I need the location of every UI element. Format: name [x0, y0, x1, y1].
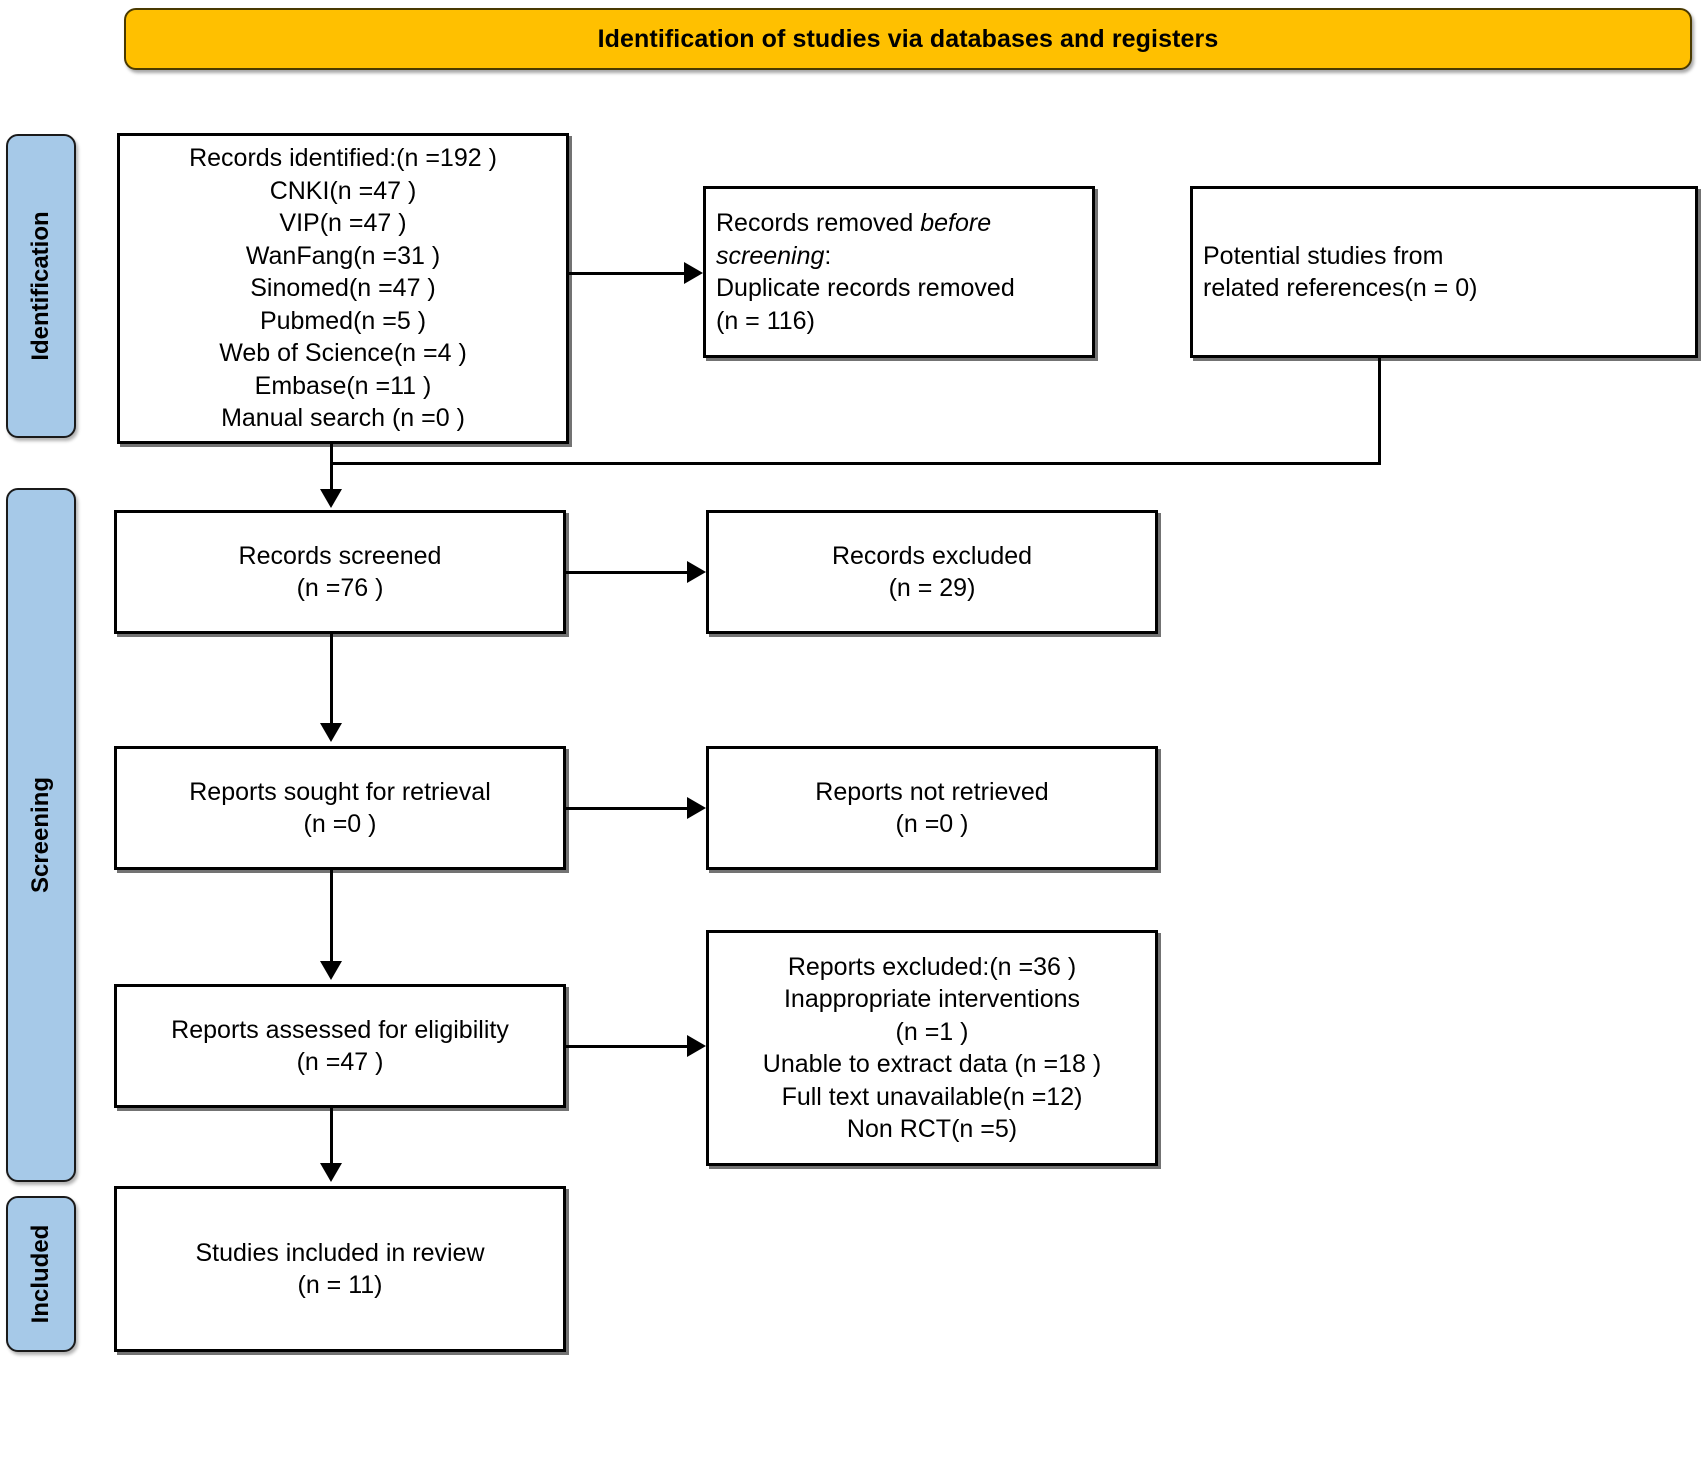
box-potential-studies: Potential studies from related reference…	[1190, 186, 1698, 358]
records-removed-italic-screening: screening	[716, 241, 825, 270]
line-potential-studies-1: Potential studies from	[1203, 241, 1444, 270]
line-records-removed-heading: Records removed before	[716, 207, 1082, 240]
records-removed-italic-before: before	[920, 209, 992, 237]
connector-identified-down-stub	[330, 444, 333, 464]
stage-bar-included: Included	[6, 1196, 76, 1352]
box-reports-assessed-text: Reports assessed for eligibility (n =47 …	[117, 1014, 563, 1079]
box-reports-sought-text: Reports sought for retrieval (n =0 )	[117, 776, 563, 841]
box-records-identified-text: Records identified:(n =192 ) CNKI(n =47 …	[120, 142, 566, 435]
line-reports-assessed-label: Reports assessed for eligibility	[171, 1015, 509, 1044]
line-embase: Embase(n =11 )	[254, 371, 432, 400]
line-reports-sought-label: Reports sought for retrieval	[189, 777, 491, 806]
arrowhead-to-reports-sought	[320, 723, 342, 742]
stage-label-screening: Screening	[27, 776, 54, 894]
connector-potential-to-spine	[330, 462, 1381, 465]
line-cnki: CNKI(n =47 )	[269, 176, 417, 205]
records-removed-colon: :	[824, 241, 832, 270]
arrowhead-to-records-screened	[320, 489, 342, 508]
box-reports-excluded-text: Reports excluded:(n =36 ) Inappropriate …	[709, 951, 1155, 1146]
line-reports-excluded-total: Reports excluded:(n =36 )	[787, 952, 1077, 981]
line-potential-studies-2: related references(n = 0)	[1203, 274, 1478, 302]
stage-bar-identification: Identification	[6, 134, 76, 438]
connector-screened-to-sought	[330, 634, 333, 723]
diagram-title: Identification of studies via databases …	[597, 24, 1219, 53]
line-records-removed-heading-2: screening:	[716, 240, 1082, 273]
stage-bar-screening: Screening	[6, 488, 76, 1182]
stage-label-identification: Identification	[27, 211, 54, 361]
line-duplicate-records-removed: Duplicate records removed	[716, 274, 1015, 302]
arrowhead-identified-to-removed	[684, 262, 703, 284]
box-records-removed-text: Records removed before screening: Duplic…	[706, 207, 1092, 337]
box-records-removed: Records removed before screening: Duplic…	[703, 186, 1095, 358]
connector-potential-down	[1378, 358, 1381, 464]
diagram-header-banner: Identification of studies via databases …	[124, 8, 1692, 70]
connector-assessed-to-included	[330, 1108, 333, 1163]
box-records-screened-text: Records screened (n =76 )	[117, 540, 563, 605]
line-reports-assessed-count: (n =47 )	[296, 1048, 384, 1076]
arrowhead-assessed-to-reports-excluded	[687, 1035, 706, 1057]
connector-assessed-to-reports-excluded	[566, 1045, 687, 1048]
arrowhead-sought-to-not-retrieved	[687, 797, 706, 819]
box-records-screened: Records screened (n =76 )	[114, 510, 566, 634]
line-records-identified-total: Records identified:(n =192 )	[189, 144, 497, 173]
line-records-excluded-count: (n = 29)	[888, 574, 976, 602]
line-studies-included-count: (n = 11)	[297, 1271, 383, 1299]
line-pubmed: Pubmed(n =5 )	[259, 306, 427, 335]
arrowhead-to-reports-assessed	[320, 961, 342, 980]
records-removed-prefix: Records removed	[716, 209, 921, 237]
box-records-identified: Records identified:(n =192 ) CNKI(n =47 …	[117, 133, 569, 444]
line-duplicate-records-count: (n = 116)	[716, 306, 815, 335]
line-wanfang: WanFang(n =31 )	[245, 241, 441, 270]
line-web-of-science: Web of Science(n =4 )	[219, 339, 467, 368]
line-inappropriate-interventions-n: (n =1 )	[895, 1017, 969, 1046]
box-studies-included-text: Studies included in review (n = 11)	[117, 1237, 563, 1302]
connector-screened-to-excluded	[566, 571, 687, 574]
line-inappropriate-interventions: Inappropriate interventions	[783, 985, 1081, 1013]
box-reports-not-retrieved: Reports not retrieved (n =0 )	[706, 746, 1158, 870]
connector-sought-to-assessed	[330, 870, 333, 961]
line-non-rct: Non RCT(n =5)	[846, 1115, 1018, 1143]
line-vip: VIP(n =47 )	[279, 209, 407, 238]
box-reports-sought: Reports sought for retrieval (n =0 )	[114, 746, 566, 870]
line-reports-not-retrieved-count: (n =0 )	[895, 810, 969, 838]
box-studies-included: Studies included in review (n = 11)	[114, 1186, 566, 1352]
line-reports-not-retrieved-label: Reports not retrieved	[815, 777, 1049, 806]
line-records-excluded-label: Records excluded	[831, 541, 1033, 570]
box-potential-studies-text: Potential studies from related reference…	[1193, 240, 1695, 305]
line-reports-sought-count: (n =0 )	[303, 810, 377, 838]
box-records-excluded: Records excluded (n = 29)	[706, 510, 1158, 634]
line-full-text-unavailable: Full text unavailable(n =12)	[781, 1082, 1083, 1111]
connector-spine-to-screened	[330, 462, 333, 492]
line-unable-to-extract-data: Unable to extract data (n =18 )	[762, 1050, 1102, 1078]
connector-sought-to-not-retrieved	[566, 807, 687, 810]
box-reports-excluded: Reports excluded:(n =36 ) Inappropriate …	[706, 930, 1158, 1166]
arrowhead-screened-to-excluded	[687, 561, 706, 583]
connector-identified-to-removed	[569, 272, 684, 275]
box-records-excluded-text: Records excluded (n = 29)	[709, 540, 1155, 605]
line-studies-included-label: Studies included in review	[195, 1238, 485, 1267]
box-reports-not-retrieved-text: Reports not retrieved (n =0 )	[709, 776, 1155, 841]
arrowhead-to-studies-included	[320, 1163, 342, 1182]
box-reports-assessed: Reports assessed for eligibility (n =47 …	[114, 984, 566, 1108]
line-records-screened-label: Records screened	[238, 541, 442, 570]
line-records-screened-count: (n =76 )	[296, 574, 384, 602]
line-manual-search: Manual search (n =0 )	[221, 404, 465, 433]
stage-label-included: Included	[27, 1224, 54, 1324]
line-sinomed: Sinomed(n =47 )	[250, 274, 436, 303]
